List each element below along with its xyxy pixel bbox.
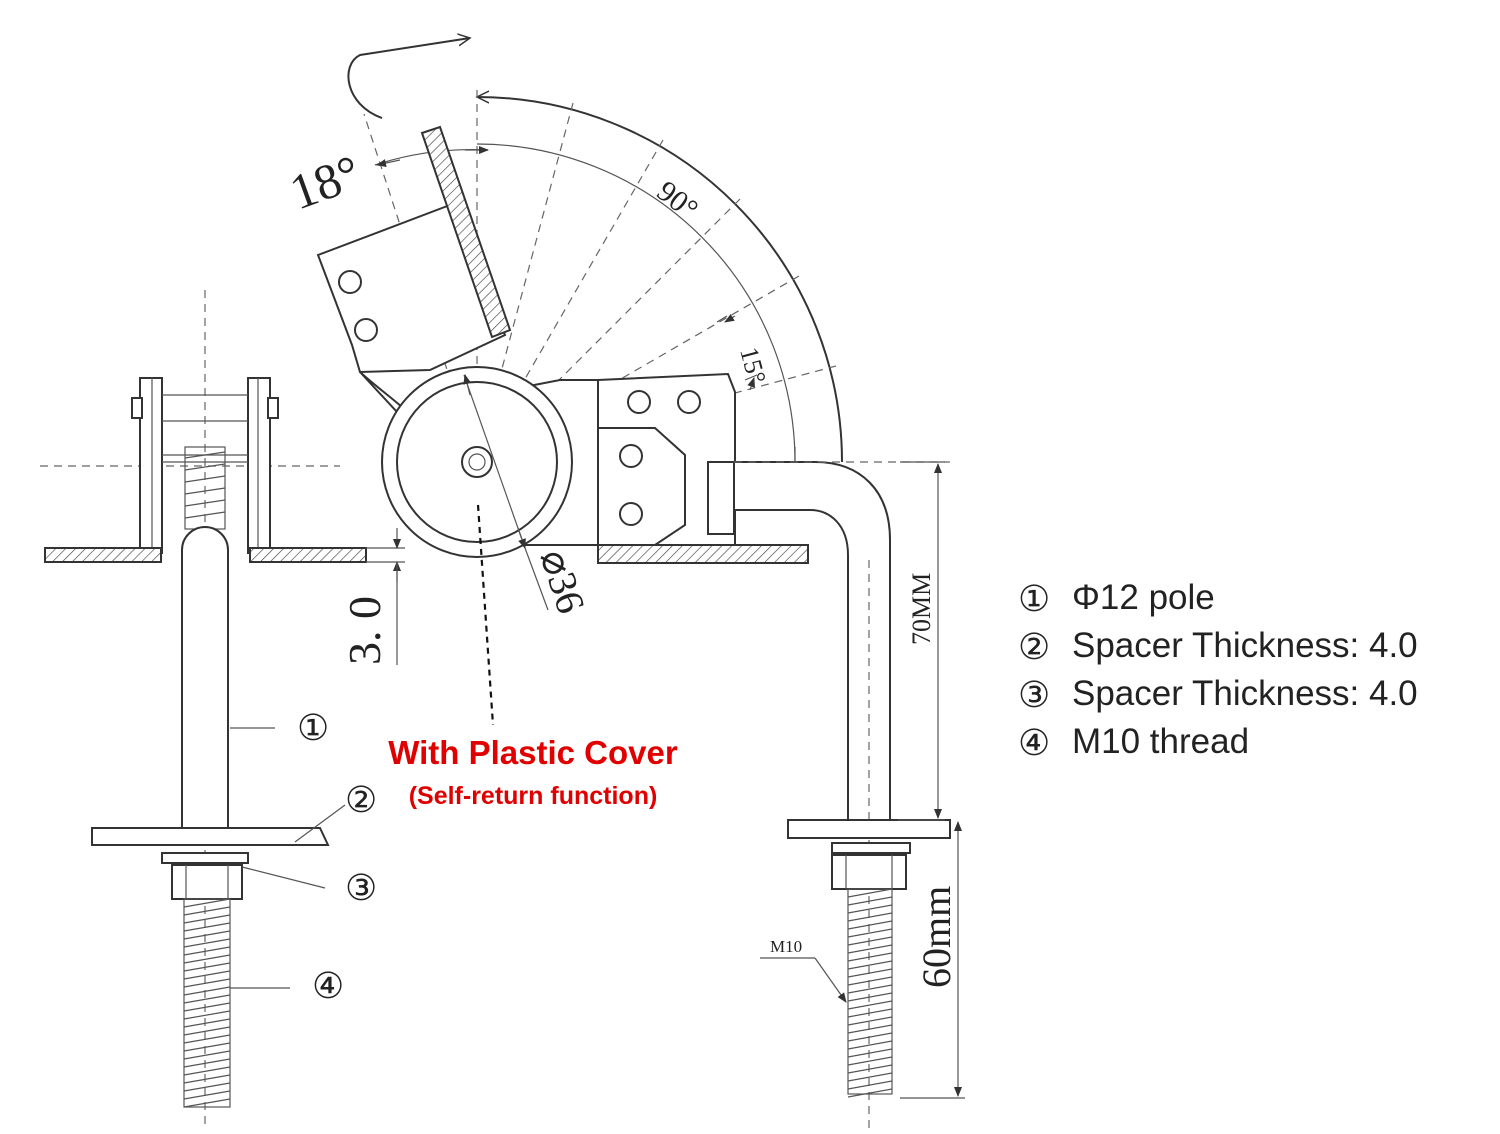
left-side-view: 3. 0 ① ② ③ ④ xyxy=(40,290,405,1130)
bracket-hole xyxy=(338,270,362,294)
right-thread xyxy=(847,888,893,1098)
left-bracket-plate xyxy=(139,377,163,554)
legend-text-2: Spacer Thickness: 4.0 xyxy=(1072,626,1418,665)
spacer-lower xyxy=(161,852,249,864)
hinge-pin xyxy=(461,446,493,478)
callout-4: ④ xyxy=(312,966,344,1007)
legend-num-2: ② xyxy=(1018,627,1050,668)
left-base-plate-right xyxy=(249,547,367,563)
plastic-cover-leader xyxy=(476,504,495,726)
legend-text-4: M10 thread xyxy=(1072,722,1249,761)
parts-legend: ① Φ12 pole ② Spacer Thickness: 4.0 ③ Spa… xyxy=(1018,578,1418,764)
right-spacer-lower xyxy=(831,842,911,854)
base-bracket xyxy=(597,372,809,564)
spacer-upper xyxy=(91,827,330,846)
base-hole xyxy=(627,390,651,414)
right-spacer-upper xyxy=(787,819,951,839)
diameter-line xyxy=(463,374,526,549)
rotation-arc-inner xyxy=(476,143,796,463)
thread-m10-label: M10 xyxy=(770,937,802,956)
left-base-plate-left xyxy=(44,547,162,563)
pole xyxy=(181,526,229,829)
bent-pole xyxy=(733,461,891,821)
diameter-label: ⌀36 xyxy=(531,544,594,619)
return-arrow xyxy=(347,38,470,119)
base-hole xyxy=(619,502,643,526)
length-70-label: 70MM xyxy=(907,573,936,645)
angle-15-label: 15° xyxy=(734,344,771,387)
right-nut xyxy=(831,854,907,890)
plastic-cover-title: With Plastic Cover xyxy=(388,734,678,771)
callout-1: ① xyxy=(297,708,329,749)
nut xyxy=(171,864,243,900)
legend-text-3: Spacer Thickness: 4.0 xyxy=(1072,674,1418,713)
angle-90-label: 90° xyxy=(651,175,704,227)
right-front-view: 18° 90° 15° ⌀36 xyxy=(283,38,965,1130)
right-bracket-plate xyxy=(247,377,271,554)
thickness-dimension xyxy=(366,528,405,665)
base-hole xyxy=(677,390,701,414)
base-plate-hatched xyxy=(597,544,809,564)
bracket-hole xyxy=(354,318,378,342)
angle-18-label: 18° xyxy=(283,144,368,221)
legend-num-1: ① xyxy=(1018,579,1050,620)
length-60-label: 60mm xyxy=(914,886,959,988)
base-hole xyxy=(619,444,643,468)
plastic-cover-subtitle: (Self-return function) xyxy=(409,782,658,810)
thickness-label: 3. 0 xyxy=(339,596,390,665)
legend-num-4: ④ xyxy=(1018,723,1050,764)
callout-3: ③ xyxy=(345,868,377,909)
legend-num-3: ③ xyxy=(1018,675,1050,716)
left-thread xyxy=(183,898,231,1108)
upper-plate-hatched xyxy=(420,125,512,339)
upper-bracket xyxy=(316,125,512,374)
callout-2: ② xyxy=(345,780,377,821)
legend-text-1: Φ12 pole xyxy=(1072,578,1215,617)
